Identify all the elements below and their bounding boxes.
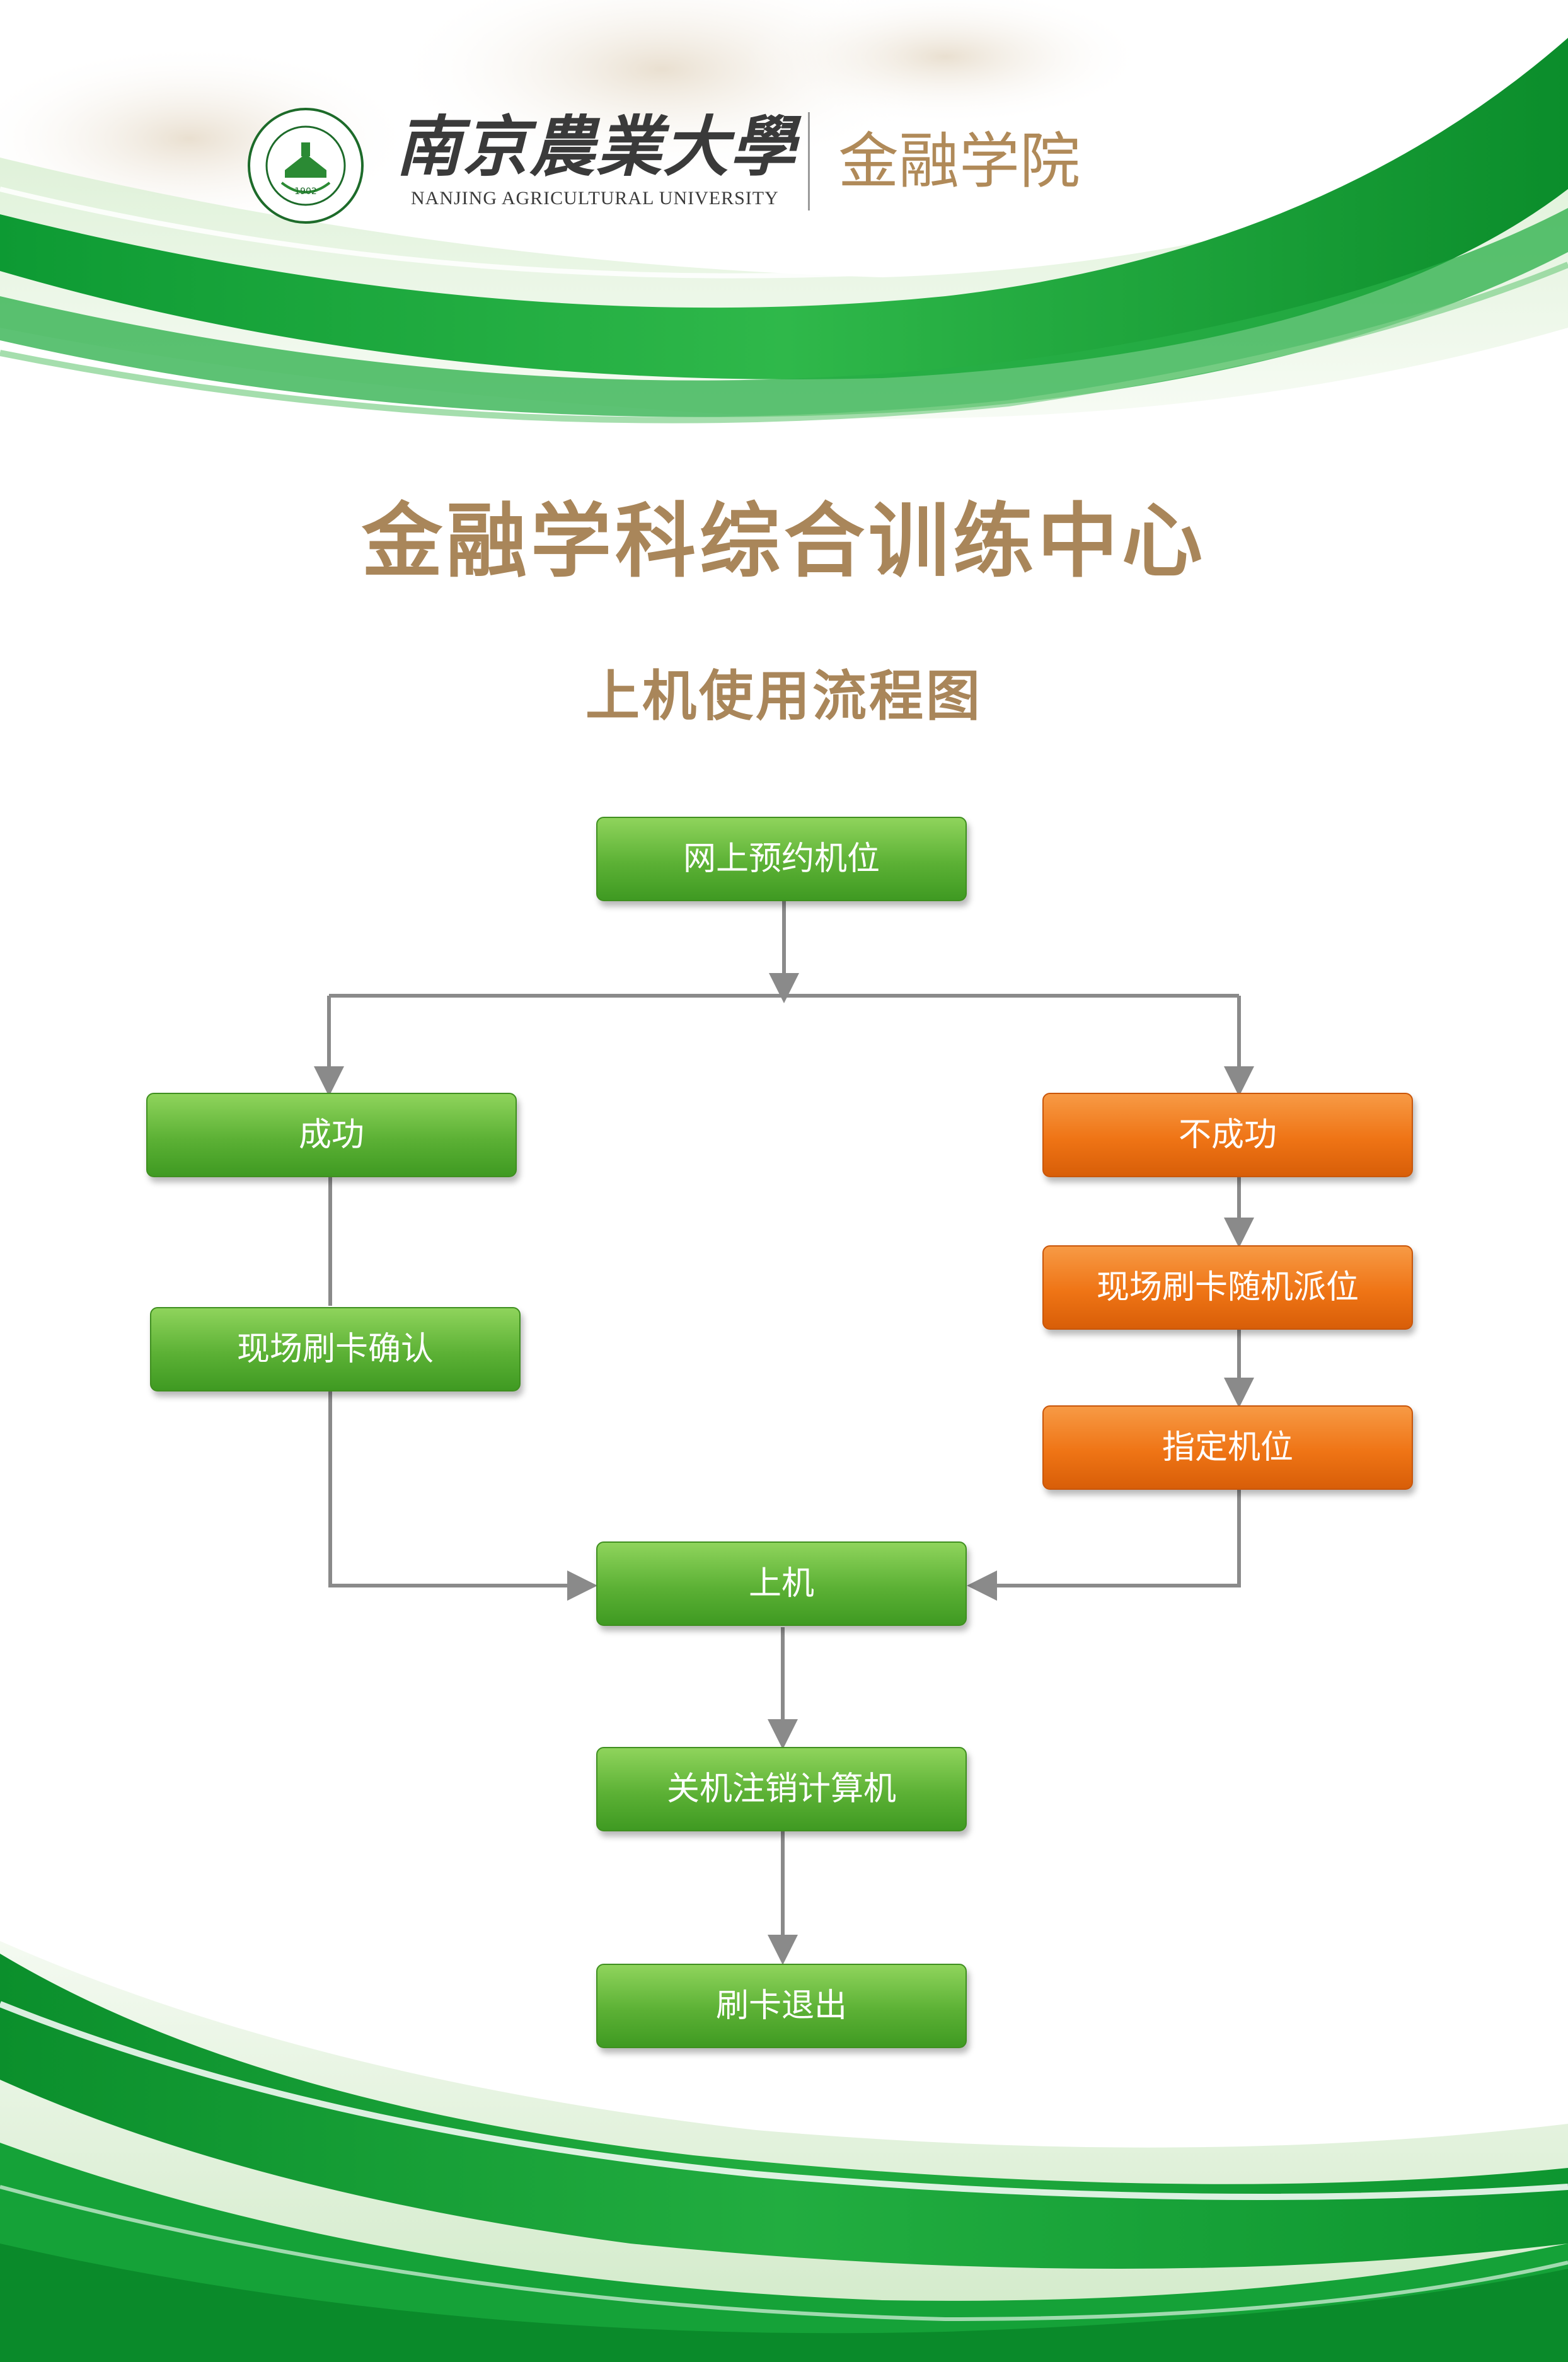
node-shutdown: 关机注销计算机 <box>596 1747 967 1831</box>
node-exit: 刷卡退出 <box>596 1964 967 2048</box>
connector-assign-use <box>967 1490 1241 1601</box>
node-assign-seat: 指定机位 <box>1042 1405 1413 1490</box>
node-success: 成功 <box>146 1093 517 1177</box>
node-fail: 不成功 <box>1042 1093 1413 1177</box>
college-name: 金融学院 <box>838 126 1080 197</box>
university-logo: 1902 <box>247 107 364 224</box>
node-random-assign: 现场刷卡随机派位 <box>1042 1245 1413 1330</box>
connector-confirm-use <box>328 1391 597 1601</box>
node-use-computer: 上机 <box>596 1541 967 1626</box>
university-name-en: NANJING AGRICULTURAL UNIVERSITY <box>411 188 779 209</box>
page-subtitle: 上机使用流程图 <box>585 665 983 728</box>
logo-year: 1902 <box>294 187 317 197</box>
node-reserve-seat: 网上预约机位 <box>596 817 967 901</box>
node-confirm-card: 现场刷卡确认 <box>150 1307 521 1391</box>
header-divider <box>808 112 810 210</box>
university-name-zh: 南京農業大學 <box>396 108 797 185</box>
page-title: 金融学科综合训练中心 <box>361 495 1206 589</box>
